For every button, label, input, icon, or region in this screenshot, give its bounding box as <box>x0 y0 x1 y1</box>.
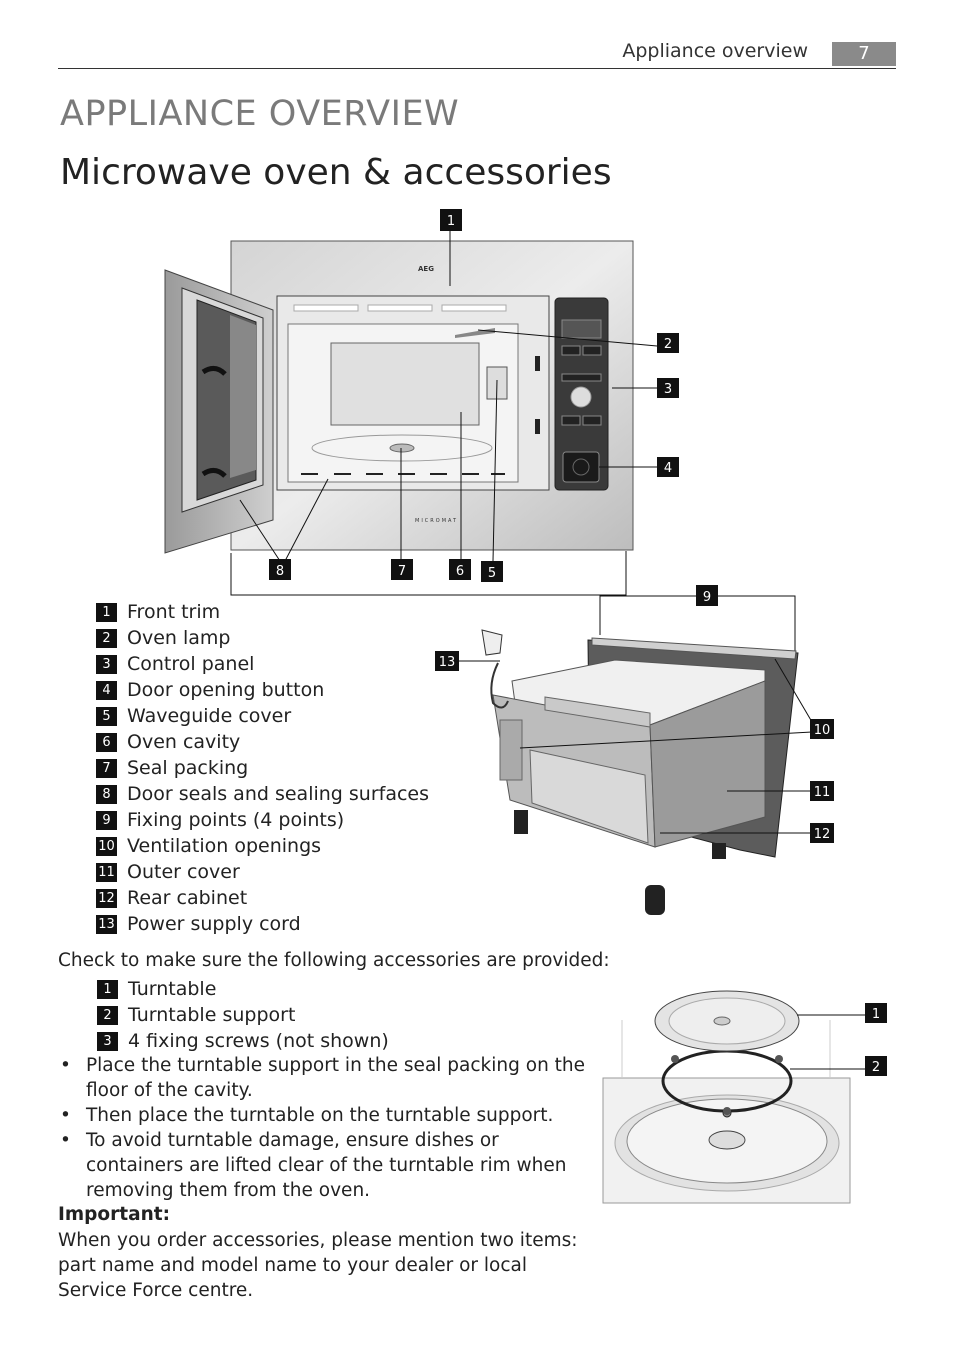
svg-text:6: 6 <box>456 564 464 579</box>
svg-text:1: 1 <box>447 214 455 229</box>
ventilation-openings <box>499 719 523 781</box>
instruction-bullets: •Place the turntable support in the seal… <box>58 1053 588 1203</box>
turntable-ring <box>311 434 493 462</box>
header-rule <box>58 68 896 69</box>
turntable-diagram: 1 2 <box>602 990 887 1204</box>
svg-text:1: 1 <box>872 1007 880 1022</box>
svg-text:11: 11 <box>814 785 831 800</box>
page-subtitle: Microwave oven & accessories <box>60 152 612 193</box>
door-opening-button <box>562 451 600 483</box>
svg-text:8: 8 <box>276 564 284 579</box>
microwave-front-diagram: AEG MICROMAT 1 2 3 4 5 6 7 8 <box>164 209 679 596</box>
important-text: When you order accessories, please menti… <box>58 1230 578 1301</box>
microwave-rear-diagram: 9 10 11 12 13 <box>435 585 834 915</box>
bullet-item: •To avoid turntable damage, ensure dishe… <box>60 1130 567 1201</box>
svg-text:2: 2 <box>664 337 672 352</box>
page-number: 7 <box>832 42 896 66</box>
bullet-item: •Then place the turntable on the turntab… <box>60 1105 554 1126</box>
svg-text:12: 12 <box>814 827 831 842</box>
svg-text:2: 2 <box>872 1060 880 1075</box>
accessories-intro: Check to make sure the following accesso… <box>58 950 610 971</box>
front-callouts: 1 2 3 4 5 6 7 8 <box>269 209 679 582</box>
svg-text:MICROMAT: MICROMAT <box>415 518 458 524</box>
bullet-item: •Place the turntable support in the seal… <box>60 1055 586 1101</box>
svg-text:9: 9 <box>703 590 711 605</box>
svg-text:5: 5 <box>488 566 496 581</box>
svg-text:7: 7 <box>398 564 406 579</box>
svg-text:4: 4 <box>664 461 672 476</box>
rear-callouts: 9 10 11 12 13 <box>435 585 834 843</box>
brand-logo: AEG <box>418 265 434 273</box>
svg-text:13: 13 <box>439 655 456 670</box>
header-section-title: Appliance overview <box>622 40 808 62</box>
oven-cavity-window <box>330 342 480 426</box>
important-heading: Important: <box>58 1204 170 1225</box>
outer-cover <box>649 680 766 848</box>
svg-text:3: 3 <box>664 382 672 397</box>
page-title: APPLIANCE OVERVIEW <box>60 94 460 134</box>
power-supply-cord <box>490 662 509 709</box>
svg-text:10: 10 <box>814 723 831 738</box>
